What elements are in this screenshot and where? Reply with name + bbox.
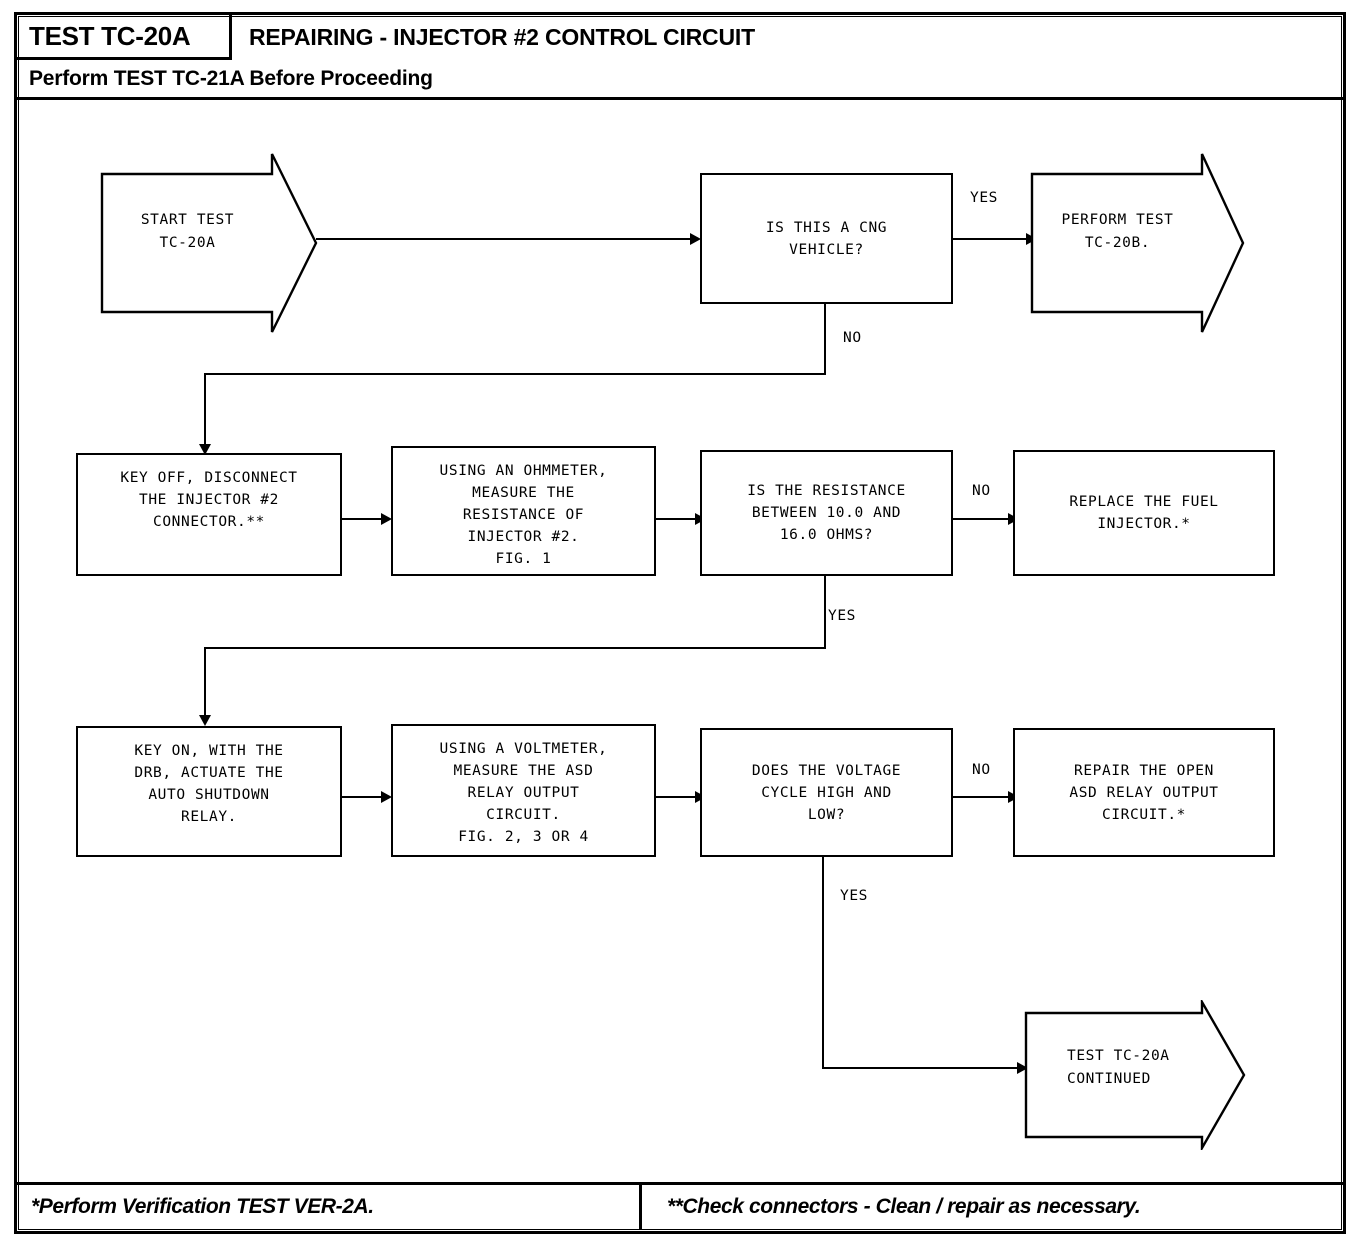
test-code-label: TEST TC-20A: [29, 20, 191, 51]
node-voltmeter-label: USING A VOLTMETER, MEASURE THE ASD RELAY…: [439, 741, 608, 845]
connector-ohmmeter-to-resistance: [656, 518, 700, 520]
connector-cng-no-horizontal: [204, 373, 826, 375]
connector-voltage-no: [953, 796, 1013, 798]
node-start-test: START TEST TC-20A: [100, 152, 318, 334]
connector-resistance-no: [953, 518, 1013, 520]
arrowhead-cng-no: [199, 444, 211, 455]
page-title: REPAIRING - INJECTOR #2 CONTROL CIRCUIT: [249, 24, 755, 50]
label-no-resistance: NO: [972, 483, 991, 499]
label-no-cng: NO: [843, 330, 862, 346]
connector-voltage-yes-horizontal: [822, 1067, 1022, 1069]
test-code-cell: TEST TC-20A: [17, 15, 232, 60]
arrowhead-keyon-to-voltmeter: [381, 791, 392, 803]
node-key-on: KEY ON, WITH THE DRB, ACTUATE THE AUTO S…: [76, 726, 342, 857]
node-continued: TEST TC-20A CONTINUED: [1024, 1000, 1246, 1150]
connector-voltage-yes-vertical: [822, 857, 824, 1069]
connector-cng-no-vertical: [824, 304, 826, 374]
connector-cng-no-down: [204, 373, 206, 449]
header-subtitle-cell: Perform TEST TC-21A Before Proceeding: [17, 60, 1343, 100]
node-resistance-question: IS THE RESISTANCE BETWEEN 10.0 AND 16.0 …: [700, 450, 953, 576]
header-row: TEST TC-20A REPAIRING - INJECTOR #2 CONT…: [17, 15, 1343, 60]
node-resistance-question-label: IS THE RESISTANCE BETWEEN 10.0 AND 16.0 …: [747, 483, 906, 543]
label-yes-cng: YES: [970, 190, 998, 206]
connector-keyon-to-voltmeter: [342, 796, 385, 798]
footer-note-right-cell: **Check connectors - Clean / repair as n…: [645, 1185, 1343, 1229]
node-replace-injector: REPLACE THE FUEL INJECTOR.*: [1013, 450, 1275, 576]
footer-note-left: *Perform Verification TEST VER-2A.: [31, 1195, 374, 1218]
connector-keyoff-to-ohmmeter: [342, 518, 385, 520]
node-ohmmeter: USING AN OHMMETER, MEASURE THE RESISTANC…: [391, 446, 656, 576]
node-replace-injector-label: REPLACE THE FUEL INJECTOR.*: [1069, 494, 1219, 532]
arrowhead-keyoff-to-ohmmeter: [381, 513, 392, 525]
node-perform-tc20b: PERFORM TEST TC-20B.: [1030, 152, 1245, 334]
label-yes-resistance: YES: [828, 608, 856, 624]
node-ohmmeter-label: USING AN OHMMETER, MEASURE THE RESISTANC…: [439, 463, 608, 567]
connector-start-to-cng: [316, 238, 691, 240]
node-voltage-question: DOES THE VOLTAGE CYCLE HIGH AND LOW?: [700, 728, 953, 857]
node-key-off: KEY OFF, DISCONNECT THE INJECTOR #2 CONN…: [76, 453, 342, 576]
connector-resistance-yes-down: [204, 647, 206, 719]
node-key-on-label: KEY ON, WITH THE DRB, ACTUATE THE AUTO S…: [134, 743, 284, 825]
node-voltage-question-label: DOES THE VOLTAGE CYCLE HIGH AND LOW?: [751, 762, 902, 823]
arrowhead-start-to-cng: [690, 233, 701, 245]
header-subtitle: Perform TEST TC-21A Before Proceeding: [29, 66, 433, 90]
node-perform-tc20b-label: PERFORM TEST TC-20B.: [1061, 212, 1174, 251]
node-voltmeter: USING A VOLTMETER, MEASURE THE ASD RELAY…: [391, 724, 656, 857]
footer-note-right: **Check connectors - Clean / repair as n…: [667, 1195, 1141, 1218]
node-continued-label: TEST TC-20A CONTINUED: [1067, 1048, 1170, 1087]
arrowhead-resistance-yes: [199, 715, 211, 726]
node-repair-open: REPAIR THE OPEN ASD RELAY OUTPUT CIRCUIT…: [1013, 728, 1275, 857]
node-key-off-label: KEY OFF, DISCONNECT THE INJECTOR #2 CONN…: [120, 470, 298, 530]
footer: *Perform Verification TEST VER-2A. **Che…: [17, 1182, 1343, 1229]
node-cng-question: IS THIS A CNG VEHICLE?: [700, 173, 953, 304]
node-repair-open-label: REPAIR THE OPEN ASD RELAY OUTPUT CIRCUIT…: [1069, 762, 1219, 823]
footer-note-left-cell: *Perform Verification TEST VER-2A.: [17, 1185, 642, 1229]
header-title-cell: REPAIRING - INJECTOR #2 CONTROL CIRCUIT: [249, 15, 755, 60]
connector-resistance-yes-vertical: [824, 576, 826, 648]
node-cng-question-label: IS THIS A CNG VEHICLE?: [765, 219, 888, 258]
node-start-test-label: START TEST TC-20A: [140, 212, 235, 251]
connector-voltmeter-to-voltage: [656, 796, 700, 798]
label-no-voltage: NO: [972, 762, 991, 778]
arrowhead-voltage-yes: [1017, 1062, 1028, 1074]
connector-cng-yes: [953, 238, 1031, 240]
connector-resistance-yes-horizontal: [204, 647, 826, 649]
page-border: [14, 12, 1346, 1234]
label-yes-voltage: YES: [840, 888, 868, 904]
